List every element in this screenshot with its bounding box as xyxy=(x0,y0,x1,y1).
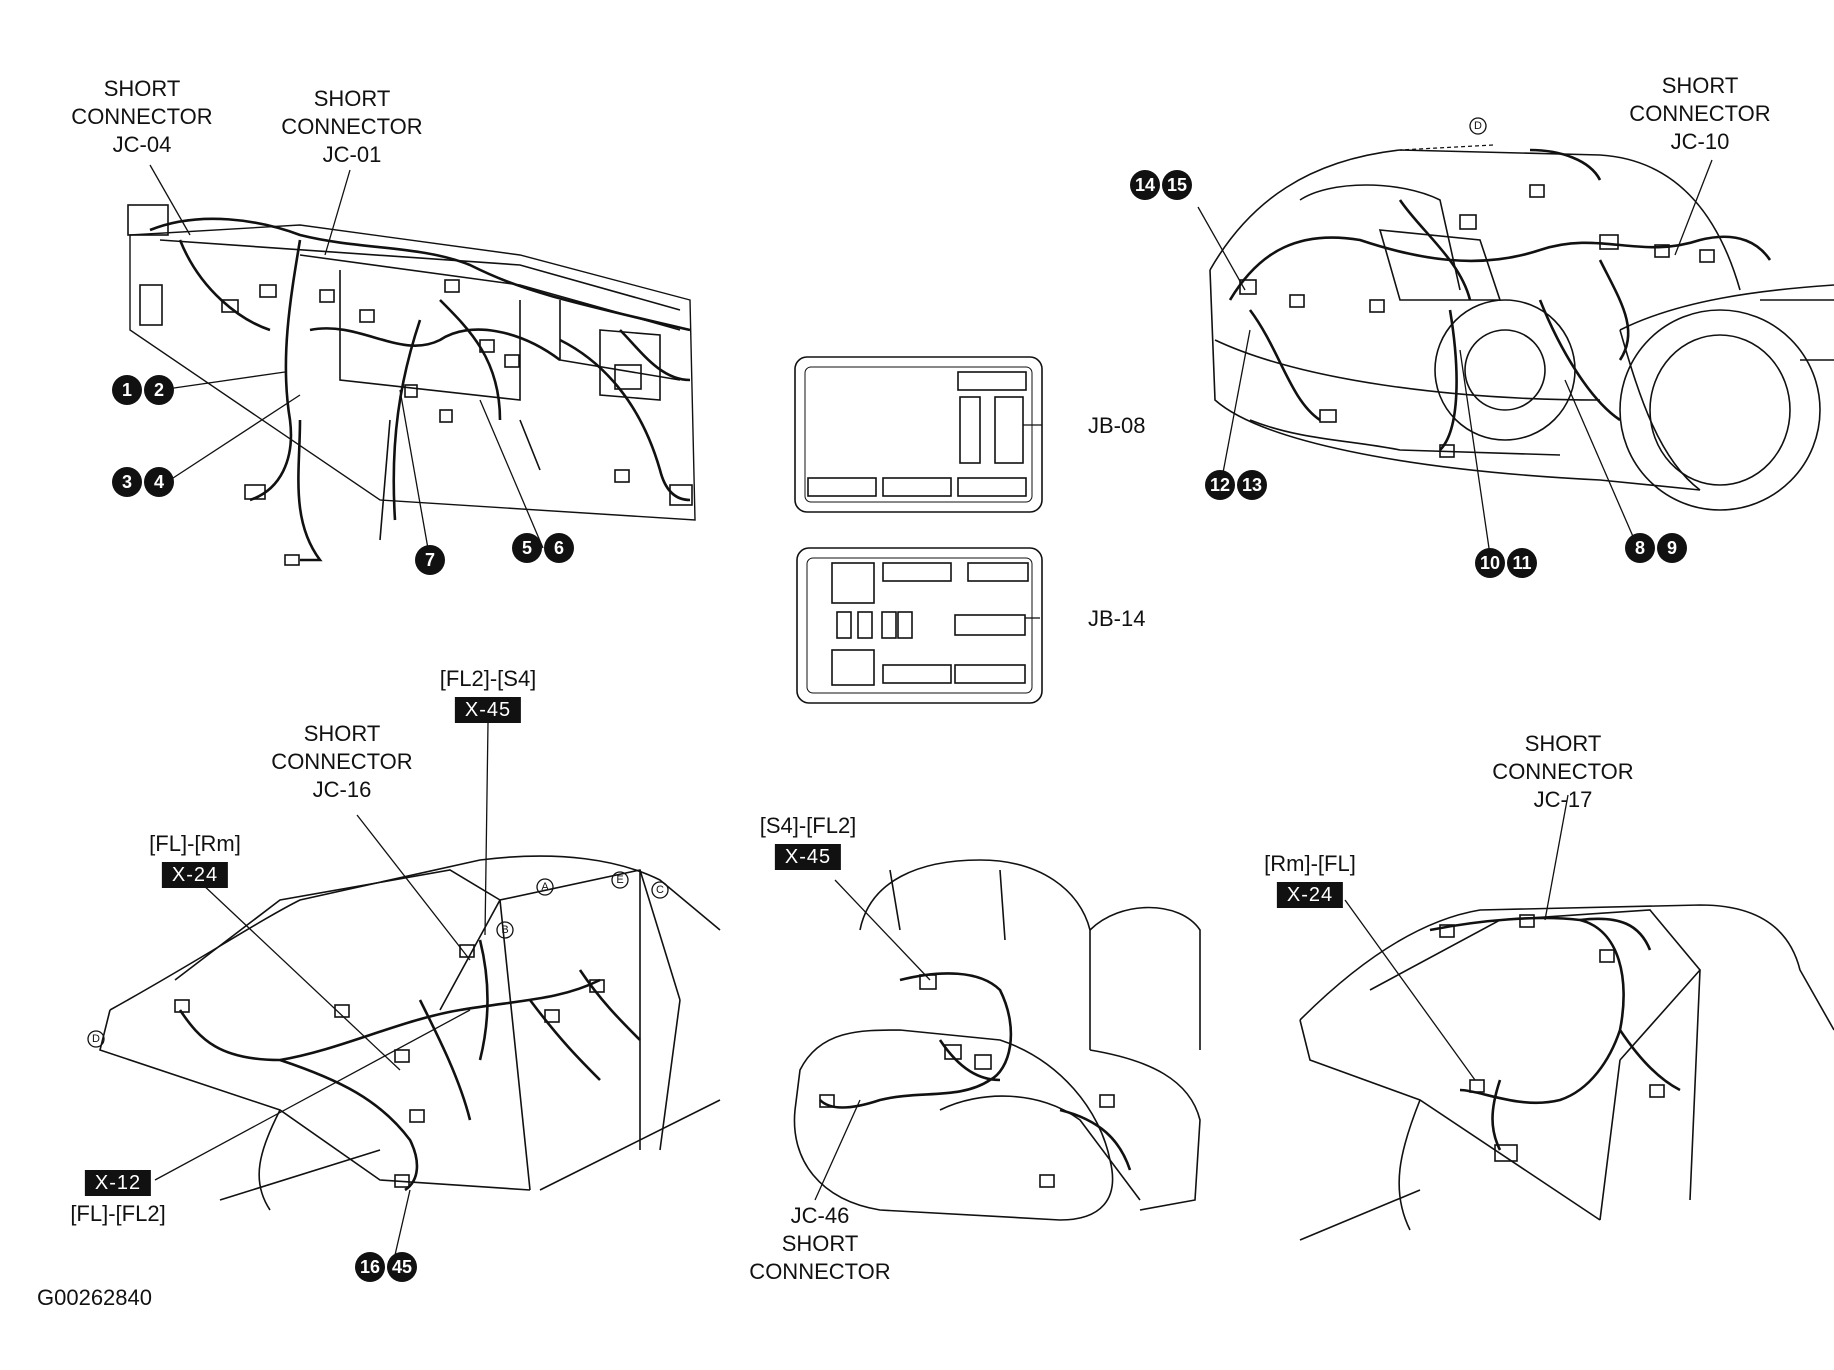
engine-bay-drawing xyxy=(1209,148,1834,511)
tag-x45-top: X-45 xyxy=(454,697,522,723)
rear-seat-drawing xyxy=(793,859,1201,1221)
figure-code: G00262840 xyxy=(37,1285,152,1310)
callout-11: 11 xyxy=(1507,548,1537,578)
callout-2: 2 xyxy=(144,375,174,405)
callout-14: 14 xyxy=(1130,170,1160,200)
marker-d-top: D xyxy=(1474,120,1482,132)
callout-10: 10 xyxy=(1475,548,1505,578)
caption-fl2-s4: [FL2]-[S4] xyxy=(439,666,537,691)
label-jb08: JB-08 xyxy=(1088,413,1146,438)
marker-d-left: D xyxy=(92,1033,100,1045)
label-jb14: JB-14 xyxy=(1088,606,1146,631)
callout-6: 6 xyxy=(544,533,574,563)
marker-b: B xyxy=(501,924,509,936)
callout-4: 4 xyxy=(144,467,174,497)
caption-fl-fl2: [FL]-[FL2] xyxy=(70,1201,166,1226)
callout-45: 45 xyxy=(387,1252,417,1282)
caption-rm-fl: [Rm]-[FL] xyxy=(1264,851,1356,876)
callout-5: 5 xyxy=(512,533,542,563)
tag-x24-right: X-24 xyxy=(1276,882,1344,908)
junction-box-jb08-drawing xyxy=(794,356,1043,513)
callout-15: 15 xyxy=(1162,170,1192,200)
callout-16: 16 xyxy=(355,1252,385,1282)
callout-9: 9 xyxy=(1657,533,1687,563)
tag-x12: X-12 xyxy=(84,1170,152,1196)
letter-callout-circles xyxy=(87,117,1487,1048)
tag-x24-left: X-24 xyxy=(161,862,229,888)
callout-3: 3 xyxy=(112,467,142,497)
callout-13: 13 xyxy=(1237,470,1267,500)
callout-8: 8 xyxy=(1625,533,1655,563)
caption-s4-fl2: [S4]-[FL2] xyxy=(759,813,857,838)
marker-e: E xyxy=(616,874,624,886)
callout-1: 1 xyxy=(112,375,142,405)
junction-box-jb14-drawing xyxy=(796,547,1043,704)
tag-x45-seat: X-45 xyxy=(774,844,842,870)
marker-c: C xyxy=(656,884,664,896)
right-side-car-drawing xyxy=(1299,904,1834,1241)
dashboard-harness-drawing xyxy=(127,204,696,566)
callout-7: 7 xyxy=(415,545,445,575)
leader-lines xyxy=(149,144,1713,1256)
left-side-car-drawing xyxy=(99,855,721,1211)
marker-a: A xyxy=(541,881,549,893)
caption-fl-rm: [FL]-[Rm] xyxy=(149,831,241,856)
callout-12: 12 xyxy=(1205,470,1235,500)
